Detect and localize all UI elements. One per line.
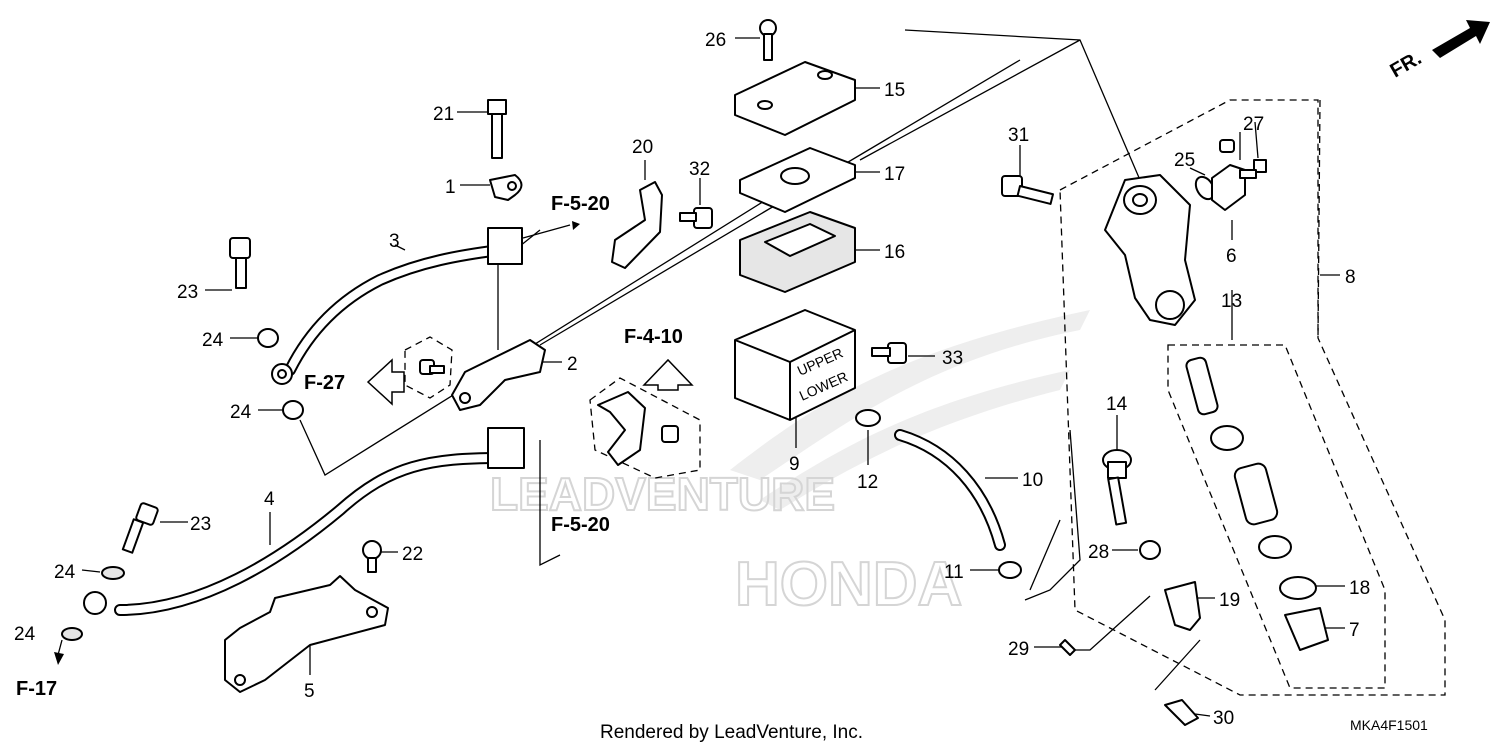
part-23-bolt-lower [121, 502, 159, 554]
callout-32: 32 [689, 159, 710, 180]
callout-33: 33 [942, 348, 963, 369]
callout-10: 10 [1022, 470, 1043, 491]
callout-2: 2 [567, 354, 578, 375]
part-18-circlip [1279, 576, 1317, 600]
callout-14: 14 [1106, 394, 1128, 415]
part-21-bolt [487, 99, 507, 159]
ref-f-5-20-lower: F-5-20 [551, 514, 610, 536]
part-32-bolt [679, 207, 713, 229]
callout-8: 8 [1345, 267, 1356, 288]
part-28-nut [1139, 540, 1161, 560]
ref-f-17: F-17 [16, 678, 57, 700]
part-9-reservoir: UPPER LOWER [734, 309, 856, 421]
callout-18: 18 [1349, 578, 1370, 599]
callout-26: 26 [705, 30, 726, 51]
part-small-bolt-f27 [419, 359, 445, 375]
part-24-washers [61, 328, 304, 641]
part-3-hose-upper [271, 227, 523, 385]
part-26-screw [759, 19, 777, 61]
part-10-tube [894, 429, 1006, 551]
callout-23-lower: 23 [190, 514, 211, 535]
callout-30: 30 [1213, 708, 1234, 729]
callout-5: 5 [304, 681, 315, 702]
footer-credit: Rendered by LeadVenture, Inc. [600, 722, 863, 743]
part-19-bracket [1164, 581, 1201, 631]
part-11-clip [998, 561, 1022, 579]
part-30-clip [1164, 699, 1199, 726]
part-small-bracket-f410 [597, 391, 679, 466]
part-27-screw [1239, 159, 1267, 179]
ref-f-4-10: F-4-10 [624, 326, 683, 348]
callout-9: 9 [789, 454, 800, 475]
callout-29: 29 [1008, 639, 1029, 660]
reference-labels: F-5-20 F-5-20 F-4-10 F-27 F-17 [16, 193, 683, 700]
callout-12: 12 [857, 472, 878, 493]
callout-21: 21 [433, 104, 454, 125]
part-master-cylinder [1104, 174, 1196, 326]
part-6-joint [1211, 164, 1246, 211]
part-33-bolt [871, 342, 907, 364]
part-1-bracket [489, 174, 523, 201]
callout-22: 22 [402, 544, 423, 565]
part-4-hose-lower [83, 427, 525, 616]
reference-arrows [54, 221, 694, 665]
callout-17: 17 [884, 164, 905, 185]
callout-11: 11 [944, 562, 964, 583]
part-12-clip [855, 409, 881, 427]
part-7-boot [1284, 607, 1329, 651]
callout-19: 19 [1219, 590, 1240, 611]
part-5-bracket [224, 575, 389, 693]
callout-20: 20 [632, 137, 653, 158]
part-17-plate [739, 147, 856, 213]
part-20-stay [611, 181, 663, 269]
callout-3: 3 [389, 231, 400, 252]
callout-16: 16 [884, 242, 905, 263]
callout-13: 13 [1221, 291, 1242, 312]
part-31-bolt [1001, 175, 1054, 205]
front-direction-label: FR. [1387, 47, 1426, 82]
callout-25: 25 [1174, 150, 1195, 171]
callout-31: 31 [1008, 125, 1029, 146]
part-small-bleeder [1219, 139, 1235, 153]
callout-24-c: 24 [54, 562, 76, 583]
part-14-pushrod [1102, 449, 1132, 526]
callout-numbers: 1 2 3 4 5 6 7 8 9 10 11 12 13 14 15 16 1… [14, 30, 1370, 729]
callout-15: 15 [884, 80, 905, 101]
callout-27: 27 [1243, 114, 1264, 135]
part-29-pin [1059, 639, 1076, 656]
callout-6: 6 [1226, 246, 1237, 267]
watermark-bottom-text: HONDA [735, 550, 962, 619]
callout-1: 1 [445, 177, 456, 198]
part-22-screw [362, 540, 382, 573]
callout-28: 28 [1088, 542, 1109, 563]
callout-7: 7 [1349, 620, 1360, 641]
leader-lines [65, 29, 1345, 717]
dashed-groups [404, 99, 1446, 696]
diagram-code: MKA4F1501 [1350, 717, 1428, 733]
callout-24-d: 24 [14, 624, 36, 645]
part-16-diaphragm [739, 211, 856, 293]
callout-4: 4 [264, 489, 275, 510]
part-2-bracket [451, 339, 546, 411]
callout-24-a: 24 [202, 330, 224, 351]
callout-23-upper: 23 [177, 282, 198, 303]
ref-f-5-20-upper: F-5-20 [551, 193, 610, 215]
front-direction-arrow: FR. [1387, 20, 1490, 82]
part-15-cap [734, 61, 856, 136]
part-23-bolt-upper [229, 237, 251, 289]
watermark-top-text: LEADVENTURE [490, 468, 835, 520]
part-13-piston-set [1185, 356, 1292, 559]
watermark: LEADVENTURE HONDA [489, 310, 1090, 620]
ref-f-27: F-27 [304, 372, 345, 394]
callout-24-b: 24 [230, 402, 252, 423]
